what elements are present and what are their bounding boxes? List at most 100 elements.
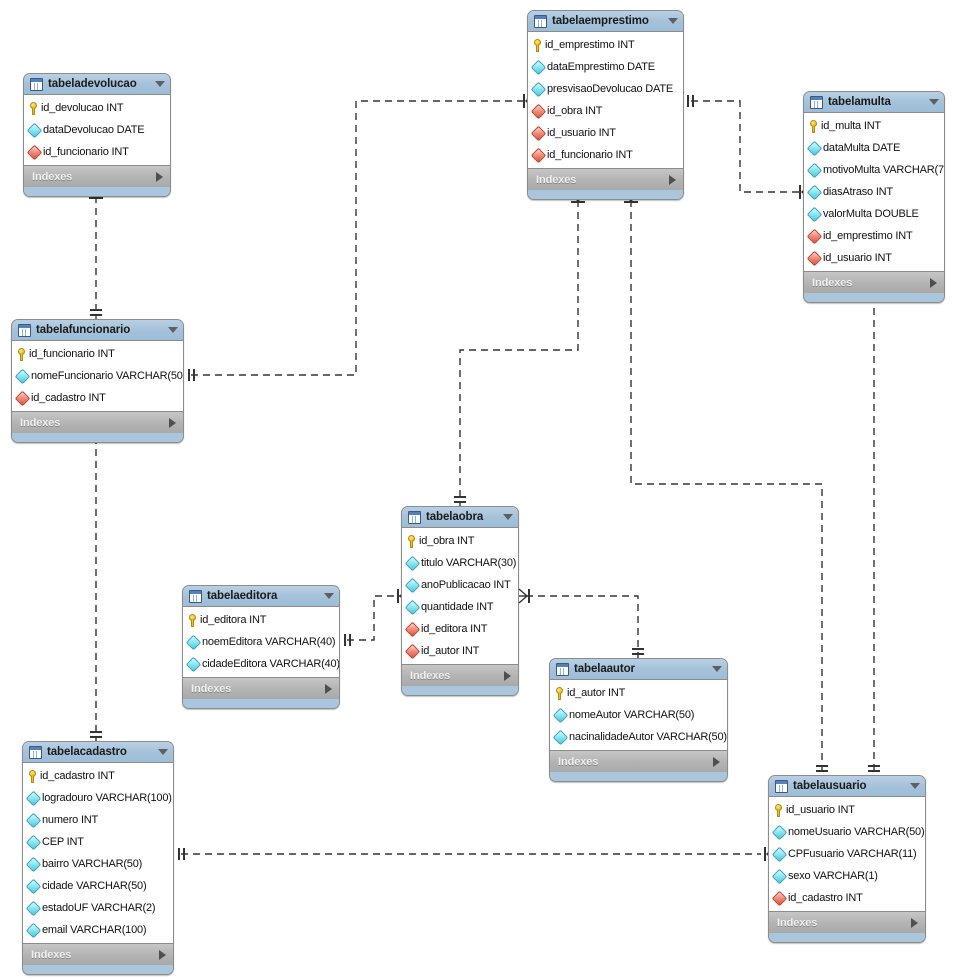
column-row[interactable]: id_usuario INT [528,122,683,144]
chevron-down-icon[interactable] [158,749,168,755]
column-row[interactable]: id_multa INT [804,115,944,137]
column-row[interactable]: nacinalidadeAutor VARCHAR(50) [550,726,727,748]
column-row[interactable]: cidadeEditora VARCHAR(40) [183,653,339,675]
indexes-section-tabelaemprestimo[interactable]: Indexes [528,169,683,190]
column-row[interactable]: numero INT [23,809,173,831]
crowsfoot-many-obra-right [518,588,530,604]
column-label: id_funcionario INT [547,149,633,161]
column-row[interactable]: diasAtraso INT [804,181,944,203]
column-row[interactable]: nomeFuncionario VARCHAR(50) [12,365,183,387]
chevron-down-icon[interactable] [910,783,920,789]
column-label: diasAtraso INT [823,186,893,198]
chevron-right-icon[interactable] [504,670,511,681]
table-header-tabelausuario[interactable]: tabelausuario [769,776,925,797]
table-header-tabeladevolucao[interactable]: tabeladevolucao [24,74,170,95]
chevron-right-icon[interactable] [713,756,720,767]
indexes-section-tabeladevolucao[interactable]: Indexes [24,166,170,187]
column-row[interactable]: id_autor INT [550,682,727,704]
table-header-tabelamulta[interactable]: tabelamulta [804,92,944,113]
table-header-tabelaobra[interactable]: tabelaobra [402,507,518,528]
column-row[interactable]: presvisaoDevolucao DATE [528,78,683,100]
column-row[interactable]: bairro VARCHAR(50) [23,853,173,875]
chevron-right-icon[interactable] [669,174,676,185]
column-row[interactable]: id_funcionario INT [24,141,170,163]
chevron-down-icon[interactable] [168,327,178,333]
column-row[interactable]: dataMulta DATE [804,137,944,159]
column-row[interactable]: id_editora INT [402,618,518,640]
table-header-tabelaautor[interactable]: tabelaautor [550,659,727,680]
column-row[interactable]: anoPublicacao INT [402,574,518,596]
chevron-down-icon[interactable] [929,99,939,105]
column-row[interactable]: id_editora INT [183,609,339,631]
column-row[interactable]: logradouro VARCHAR(100) [23,787,173,809]
column-row[interactable]: quantidade INT [402,596,518,618]
column-label: presvisaoDevolucao DATE [547,83,674,95]
chevron-down-icon[interactable] [712,666,722,672]
indexes-section-tabelamulta[interactable]: Indexes [804,272,944,293]
indexes-section-tabelaeditora[interactable]: Indexes [183,678,339,699]
chevron-right-icon[interactable] [911,917,918,928]
crowsfoot-one-usuario-top-multa [868,765,880,772]
column-row[interactable]: id_obra INT [528,100,683,122]
indexes-section-tabelacadastro[interactable]: Indexes [23,944,173,965]
column-row[interactable]: id_autor INT [402,640,518,662]
chevron-right-icon[interactable] [159,949,166,960]
column-row[interactable]: nomeAutor VARCHAR(50) [550,704,727,726]
column-row[interactable]: id_emprestimo INT [528,34,683,56]
column-row[interactable]: id_funcionario INT [528,144,683,166]
column-row[interactable]: estadoUF VARCHAR(2) [23,897,173,919]
column-label: nacinalidadeAutor VARCHAR(50) [569,731,727,743]
chevron-down-icon[interactable] [503,514,513,520]
table-icon [556,662,569,676]
table-header-tabelaemprestimo[interactable]: tabelaemprestimo [528,11,683,32]
column-row[interactable]: id_usuario INT [804,247,944,269]
column-row[interactable]: dataDevolucao DATE [24,119,170,141]
chevron-right-icon[interactable] [325,683,332,694]
chevron-down-icon[interactable] [155,81,165,87]
chevron-right-icon[interactable] [156,171,163,182]
column-row[interactable]: id_usuario INT [769,799,925,821]
column-row[interactable]: email VARCHAR(100) [23,919,173,941]
table-base [402,686,518,695]
column-row[interactable]: CEP INT [23,831,173,853]
column-row[interactable]: noemEditora VARCHAR(40) [183,631,339,653]
chevron-right-icon[interactable] [169,417,176,428]
column-row[interactable]: nomeUsuario VARCHAR(50) [769,821,925,843]
column-row[interactable]: titulo VARCHAR(30) [402,552,518,574]
primary-key-icon [188,613,197,627]
column-row[interactable]: id_devolucao INT [24,97,170,119]
column-row[interactable]: id_cadastro INT [769,887,925,909]
column-row[interactable]: sexo VARCHAR(1) [769,865,925,887]
column-row[interactable]: cidade VARCHAR(50) [23,875,173,897]
column-row[interactable]: valorMulta DOUBLE [804,203,944,225]
foreign-key-icon [404,621,421,637]
indexes-section-tabelausuario[interactable]: Indexes [769,912,925,933]
column-row[interactable]: id_obra INT [402,530,518,552]
column-row[interactable]: id_cadastro INT [12,387,183,409]
indexes-section-tabelaobra[interactable]: Indexes [402,665,518,686]
chevron-right-icon[interactable] [930,277,937,288]
chevron-down-icon[interactable] [668,18,678,24]
column-row[interactable]: id_funcionario INT [12,343,183,365]
table-header-tabelafuncionario[interactable]: tabelafuncionario [12,320,183,341]
column-row[interactable]: CPFusuario VARCHAR(11) [769,843,925,865]
chevron-down-icon[interactable] [324,593,334,599]
table-header-tabelacadastro[interactable]: tabelacadastro [23,742,173,763]
indexes-section-tabelafuncionario[interactable]: Indexes [12,412,183,433]
column-row[interactable]: id_emprestimo INT [804,225,944,247]
column-row[interactable]: motivoMulta VARCHAR(7) [804,159,944,181]
table-header-tabelaeditora[interactable]: tabelaeditora [183,586,339,607]
column-row[interactable]: dataEmprestimo DATE [528,56,683,78]
indexes-section-tabelaautor[interactable]: Indexes [550,751,727,772]
column-row[interactable]: id_cadastro INT [23,765,173,787]
